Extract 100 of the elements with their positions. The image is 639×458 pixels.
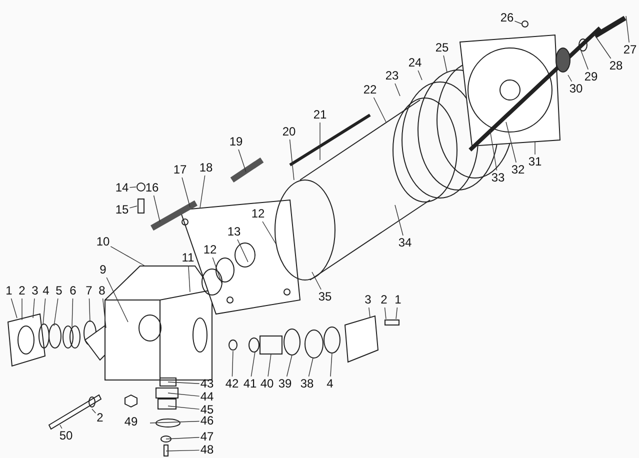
leader-line: [168, 392, 200, 397]
callout-number: 5: [56, 284, 62, 298]
leader-line: [237, 239, 248, 262]
callout-number: 10: [96, 236, 110, 248]
callout-number: 12: [203, 244, 217, 256]
leader-line: [418, 70, 422, 80]
leader-line: [490, 130, 498, 171]
leader-line: [312, 272, 322, 290]
callout-number: 2: [18, 284, 26, 298]
callout-number: 26: [500, 12, 514, 24]
callout-number: 21: [313, 108, 327, 122]
callout-number: 41: [243, 378, 257, 390]
callout-number: 19: [229, 136, 243, 148]
callout-number: 15: [115, 204, 129, 216]
leader-line: [129, 206, 138, 208]
leader-line: [289, 139, 294, 180]
leader-line: [396, 307, 398, 320]
callout-number: 6: [70, 284, 76, 298]
leader-line: [368, 307, 370, 318]
callout-number: 31: [528, 156, 542, 168]
leader-line: [54, 298, 58, 326]
leader-line: [188, 265, 190, 292]
callout-number: 3: [32, 284, 38, 298]
leader-line: [60, 424, 62, 429]
leader-line: [238, 149, 246, 172]
callout-number: 46: [200, 414, 214, 428]
leader-line: [384, 307, 386, 320]
leader-line: [262, 221, 276, 244]
callout-number: 44: [200, 390, 214, 404]
leader-line: [182, 177, 190, 208]
callout-number: 4: [42, 284, 50, 298]
callout-number: 23: [385, 70, 399, 82]
callout-number: 14: [115, 182, 129, 194]
leader-line: [166, 450, 200, 452]
callout-number: 16: [145, 182, 159, 194]
callout-number: 8: [98, 284, 106, 298]
leader-line: [250, 352, 256, 377]
callout-number: 11: [182, 252, 194, 264]
leader-line: [168, 382, 200, 384]
leader-line: [232, 350, 234, 377]
callout-number: 43: [200, 378, 214, 390]
callout-number: 47: [200, 430, 214, 444]
leader-line: [580, 48, 588, 70]
leader-line: [10, 298, 18, 318]
leader-line: [568, 74, 572, 82]
leader-line: [72, 298, 74, 328]
leader-line: [88, 298, 90, 322]
callout-number: 38: [300, 378, 314, 390]
callout-number: 27: [623, 44, 637, 56]
leader-line: [92, 408, 96, 414]
leader-line: [153, 195, 160, 222]
leader-line: [514, 20, 522, 24]
leader-line: [200, 175, 206, 208]
leader-line: [626, 16, 630, 43]
callout-number: 2: [380, 294, 388, 306]
leader-line: [394, 83, 400, 96]
callout-number: 12: [251, 208, 265, 220]
leader-line: [286, 354, 292, 377]
leader-line: [166, 437, 200, 440]
leader-line: [106, 277, 128, 322]
callout-number: 32: [511, 164, 525, 176]
leader-line: [373, 97, 386, 122]
leader-line: [129, 186, 136, 188]
callout-number: 9: [100, 264, 106, 276]
callout-number: 24: [408, 56, 422, 70]
callout-number: 22: [363, 84, 377, 96]
callout-number: 33: [491, 172, 505, 184]
callout-number: 13: [227, 226, 241, 238]
leader-line: [594, 34, 612, 59]
callout-number: 1: [6, 284, 12, 298]
leader-line: [110, 246, 146, 266]
callout-number: 48: [200, 444, 214, 456]
leader-line: [32, 298, 35, 318]
callout-number: 4: [326, 378, 334, 390]
callout-number: 3: [364, 294, 372, 306]
callout-number: 39: [278, 378, 292, 390]
leader-line: [506, 122, 516, 163]
leader-line: [268, 354, 272, 377]
callout-number: 40: [260, 378, 274, 390]
leader-line: [330, 352, 332, 377]
callout-number: 34: [398, 236, 412, 250]
callout-number: 50: [59, 430, 73, 442]
callout-number: 25: [435, 42, 449, 54]
callout-number: 20: [282, 126, 296, 138]
leader-line: [102, 298, 106, 328]
leader-line: [308, 358, 314, 377]
callout-number: 18: [199, 162, 213, 174]
callout-number: 35: [318, 290, 332, 304]
callout-number: 49: [124, 416, 138, 428]
callout-number: 30: [569, 82, 583, 96]
callout-number: 42: [225, 378, 239, 390]
callout-number: 2: [96, 412, 104, 424]
callout-number: 45: [200, 404, 214, 416]
callout-number: 1: [394, 294, 402, 306]
leader-line: [394, 204, 404, 236]
leader-line: [534, 142, 536, 155]
leader-line: [212, 257, 222, 284]
leader-line: [150, 420, 200, 424]
callout-number: 7: [86, 284, 92, 298]
callout-number: 28: [609, 60, 623, 72]
